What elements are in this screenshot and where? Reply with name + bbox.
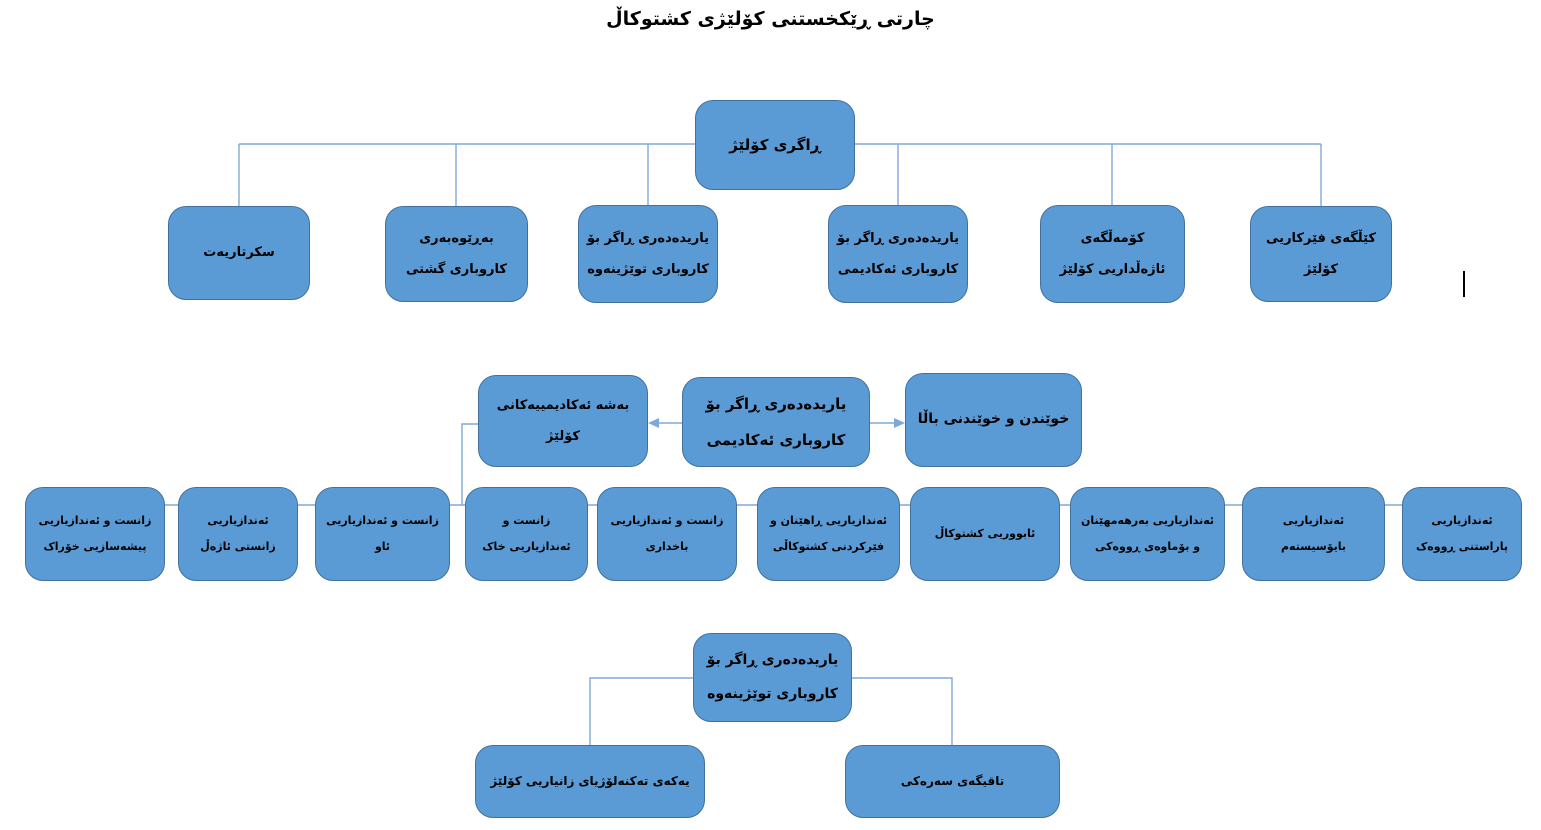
node-general-affairs: بەڕێوەبەری کاروباری گشتی (385, 206, 528, 302)
node-dept-agri-training: ئەندازیاریی ڕاهێنان و فێرکردنی کشتوکاڵی (757, 487, 900, 581)
node-dept-biosystems: ئەندازیاریی بایۆسیستەم (1242, 487, 1385, 581)
node-assistant-academic-middle: یاریدەدەری ڕاگر بۆ کاروباری ئەکادیمی (682, 377, 870, 467)
elbow-main-lab (852, 677, 953, 745)
node-dept-plant-protection: ئەندازیاریی پاراستنی ڕووەک (1402, 487, 1522, 581)
node-dept-plant-production: ئەندازیاریی بەرهەمهێنان و بۆماوەی ڕووەکی (1070, 487, 1225, 581)
node-assistant-research: یاریدەدەری ڕاگر بۆ کاروباری توێژینەوە (578, 205, 718, 303)
node-dept-agri-economics: ئابووریی کشتوکاڵ (910, 487, 1060, 581)
node-assistant-academic: یاریدەدەری ڕاگر بۆ کاروباری ئەکادیمی (828, 205, 968, 303)
node-higher-studies: خوێندن و خوێندنی باڵا (905, 373, 1082, 467)
node-dept-animal-science: ئەندازیاریی زانستی ئاژەڵ (178, 487, 298, 581)
node-it-unit: یەکەی تەکنەلۆژیای زانیاریی کۆلێژ (475, 745, 705, 818)
node-teaching-farm: کێڵگەی فێرکاریی کۆلێژ (1250, 206, 1392, 302)
node-dept-horticulture: زانست و ئەندازیاریی باخداری (597, 487, 737, 581)
arrow-left-head (648, 418, 659, 428)
node-dept-soil: زانست و ئەندازیاریی خاک (465, 487, 588, 581)
node-dean: ڕاگری کۆلێژ (695, 100, 855, 190)
text-cursor[interactable] (1463, 271, 1465, 297)
node-secretariat: سکرتاریەت (168, 206, 310, 300)
node-academic-departments: بەشە ئەکادیمییەکانی کۆلێژ (478, 375, 648, 467)
arrow-right-head (894, 418, 905, 428)
node-animal-community: کۆمەڵگەی ئاژەڵداریی کۆلێژ (1040, 205, 1185, 303)
chart-title: چارتی ڕێکخستنی کۆلێژی کشتوکاڵ (606, 8, 935, 30)
node-dept-water: زانست و ئەندازیاریی ئاو (315, 487, 450, 581)
node-assistant-research-bottom: یاریدەدەری ڕاگر بۆ کاروباری توێژینەوە (693, 633, 852, 722)
elbow-academic-departments (461, 423, 478, 505)
node-main-lab: تاقیگەی سەرەکی (845, 745, 1060, 818)
elbow-it-unit (589, 677, 693, 745)
node-dept-food-industry: زانست و ئەندازیاریی پیشەسازیی خۆراک (25, 487, 165, 581)
